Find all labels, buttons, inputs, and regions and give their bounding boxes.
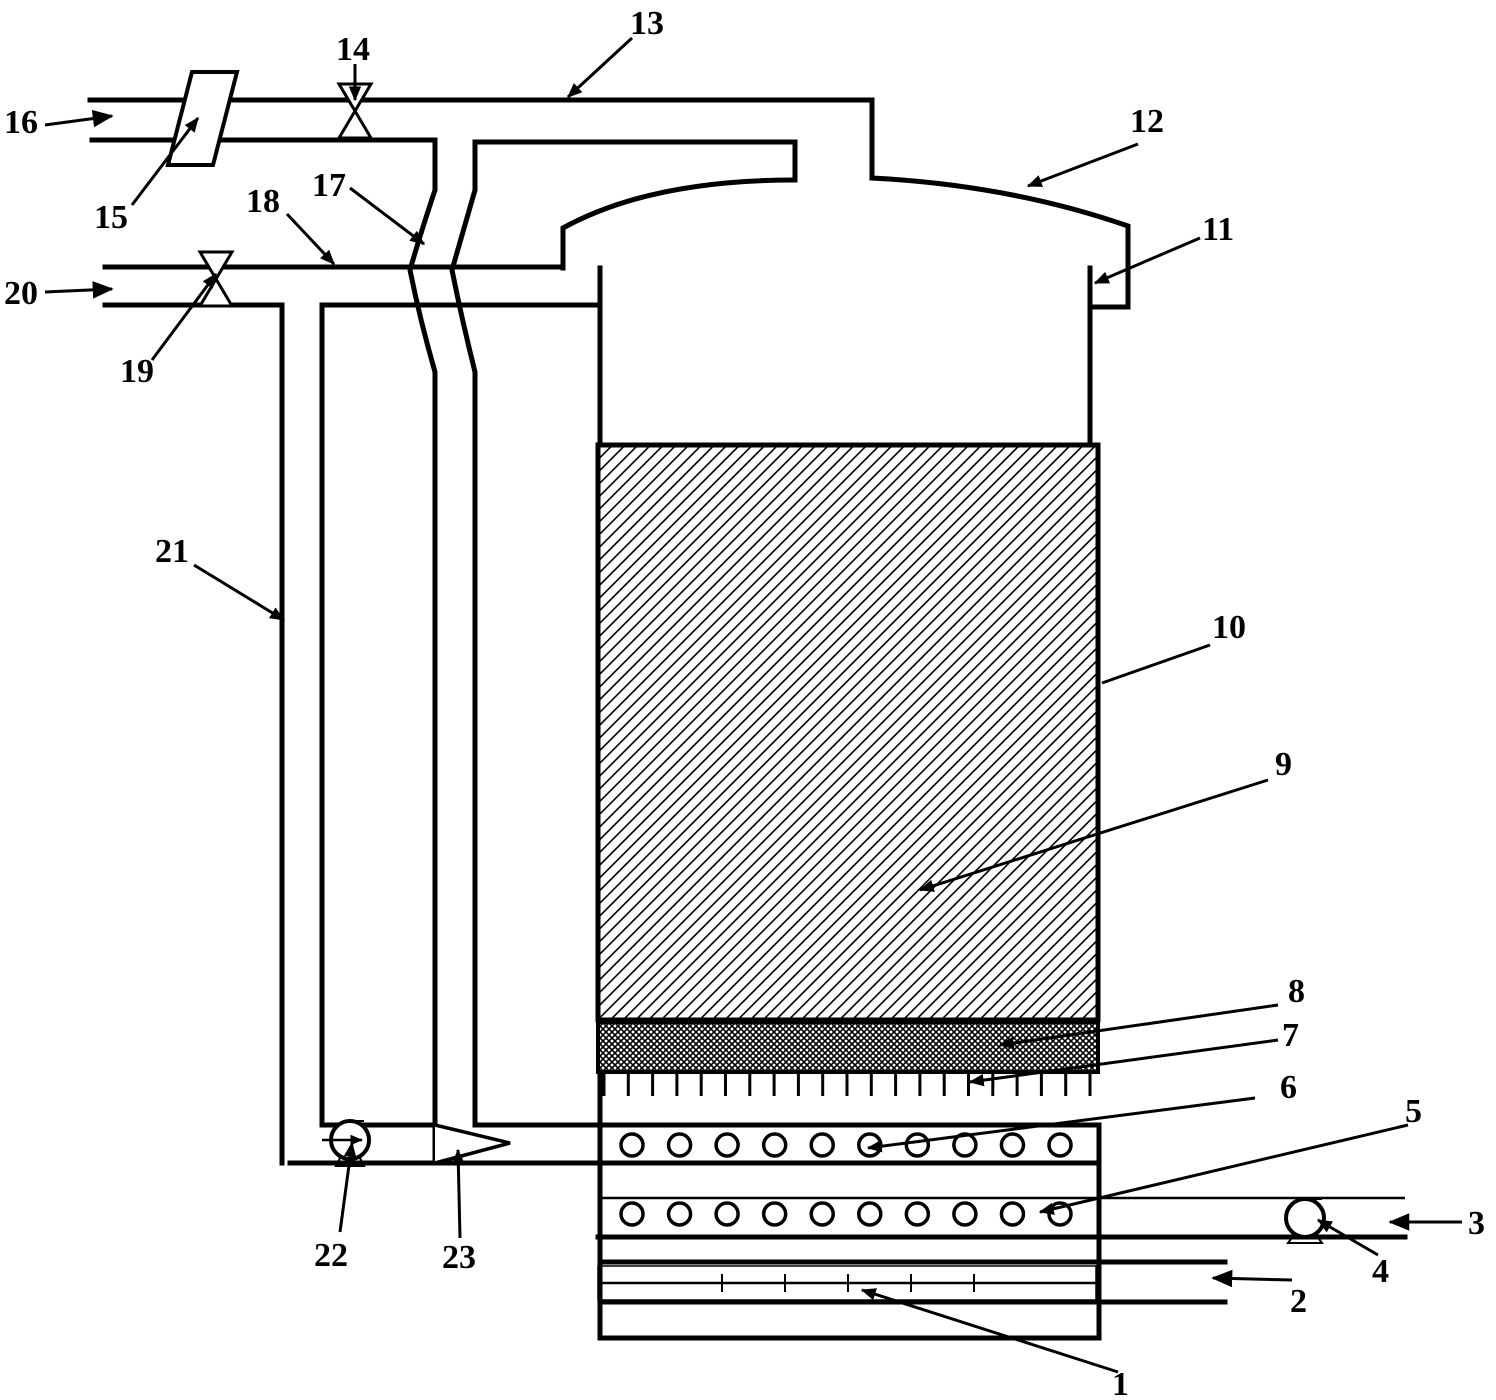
label-14: 14	[336, 31, 370, 68]
valve-14	[336, 82, 374, 140]
label-22: 22	[314, 1237, 348, 1274]
heat-exchange-tube	[714, 1132, 740, 1158]
label-3: 3	[1468, 1205, 1485, 1242]
label-21: 21	[155, 533, 189, 570]
catalyst-bed	[595, 442, 1101, 1023]
label-12: 12	[1130, 103, 1164, 140]
label-13: 13	[630, 5, 664, 42]
pipework	[87, 97, 1102, 1166]
heat-exchange-tube	[666, 1132, 693, 1158]
heat-exchange-tube	[952, 1201, 978, 1227]
heat-exchange-tube	[1047, 1132, 1073, 1158]
heat-exchange-tube	[619, 1132, 645, 1158]
distributor-nozzles	[602, 1072, 1092, 1096]
heat-exchange-tube	[904, 1132, 931, 1158]
pump-4	[1284, 1197, 1326, 1244]
heat-exchange-tubes-lower	[619, 1201, 1073, 1227]
label-23: 23	[442, 1239, 476, 1276]
heat-exchange-tube	[904, 1201, 931, 1227]
label-6: 6	[1280, 1069, 1297, 1106]
label-16: 16	[4, 104, 38, 141]
label-18: 18	[246, 183, 280, 220]
label-10: 10	[1212, 609, 1246, 646]
valve-19	[197, 250, 235, 308]
label-11: 11	[1202, 211, 1234, 248]
heat-exchange-tube	[619, 1201, 645, 1227]
label-5: 5	[1405, 1093, 1422, 1130]
label-7: 7	[1282, 1017, 1299, 1054]
flowmeter-15	[165, 70, 240, 167]
heat-exchange-tube	[857, 1201, 883, 1227]
label-2: 2	[1290, 1283, 1307, 1320]
heat-exchange-tubes-upper	[619, 1132, 1073, 1158]
heat-exchange-tube	[761, 1201, 788, 1227]
ejector-23	[434, 1123, 511, 1165]
heat-exchange-tube	[809, 1201, 835, 1227]
leader-lines	[130, 36, 1409, 1374]
heat-exchange-tube	[999, 1201, 1026, 1227]
heat-exchange-tube	[809, 1132, 835, 1158]
heat-exchange-tube	[857, 1132, 883, 1158]
heat-exchange-tube	[761, 1132, 788, 1158]
heater-section	[597, 1259, 1228, 1305]
heat-exchange-tube	[714, 1201, 740, 1227]
flow-arrows	[44, 109, 1462, 1288]
label-4: 4	[1372, 1253, 1389, 1290]
heat-exchange-tube	[666, 1201, 693, 1227]
label-17: 17	[312, 167, 346, 204]
heat-exchange-tube	[999, 1132, 1026, 1158]
label-20: 20	[4, 275, 38, 312]
pump-22	[322, 1119, 371, 1167]
label-15: 15	[94, 199, 128, 236]
label-8: 8	[1288, 973, 1305, 1010]
label-9: 9	[1275, 746, 1292, 783]
label-19: 19	[120, 353, 154, 390]
label-1: 1	[1112, 1366, 1129, 1400]
support-layer	[596, 1020, 1100, 1074]
part-labels: 1 2 3 4 5 6 7 8 9 10 11 12 13 14 15 16 1…	[4, 5, 1485, 1400]
